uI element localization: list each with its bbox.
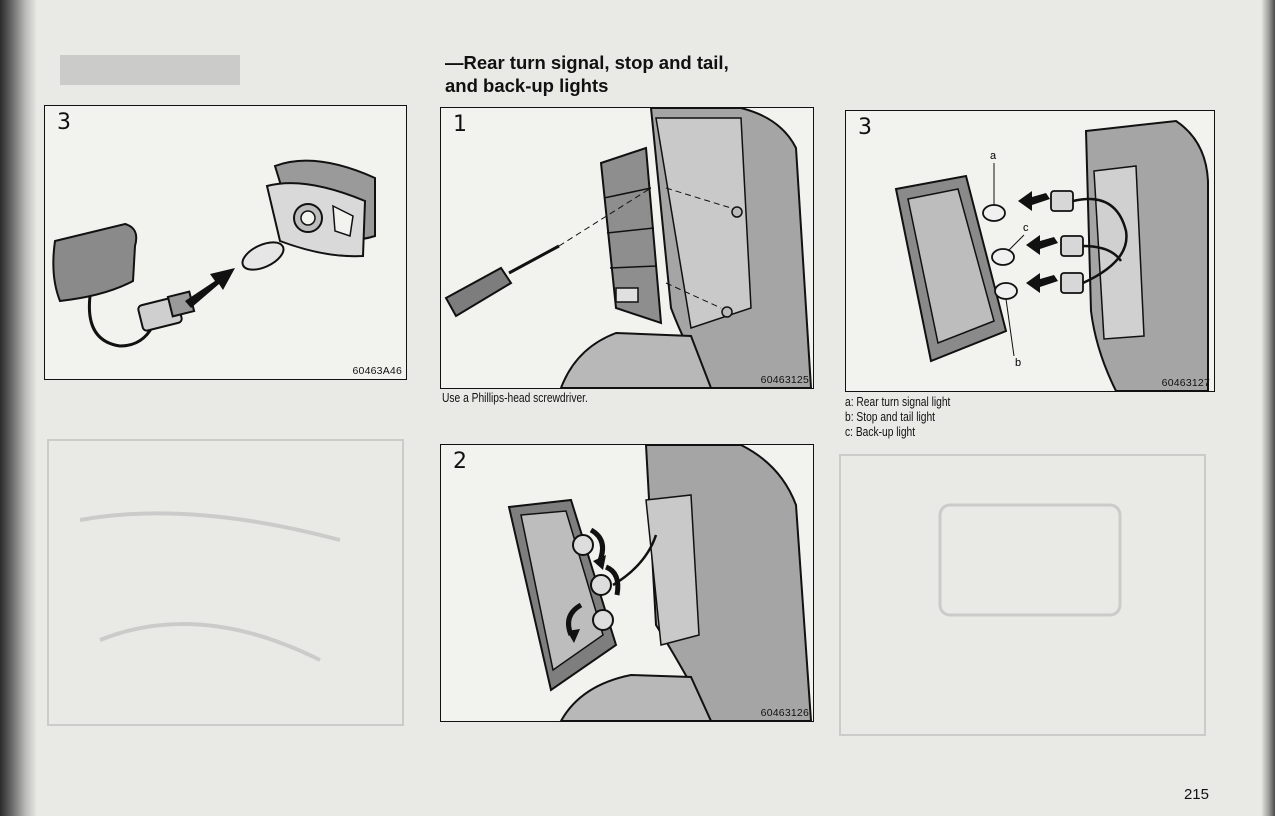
lens-screwdriver-illustration [444,108,813,388]
legend-item-c: c: Back-up light [845,425,916,439]
figure-twist-sockets: 2 60463126 [440,444,814,722]
heading-line-1: —Rear turn signal, stop and tail, [445,52,729,73]
step-number: 2 [453,449,467,474]
figure-high-mount-bulb: 3 60463A46 [44,105,407,380]
bulb-replacement-illustration: a c b [894,119,1209,391]
figure-remove-lens-screws: 1 60463125 [440,107,814,389]
bulb-socket-illustration [52,159,376,348]
socket-removal-illustration [507,445,813,721]
step-number: 3 [858,115,872,140]
legend-item-b: b: Stop and tail light [845,410,936,424]
figure-code: 60463A46 [352,365,402,377]
callout-a: a [990,150,997,162]
figure-caption: Use a Phillips-head screwdriver. [442,391,588,405]
figure-code: 60463125 [760,374,809,386]
heading-line-2: and back-up lights [445,75,609,96]
figure-legend: a: Rear turn signal light b: Stop and ta… [845,395,950,440]
figure-code: 60463126 [760,707,809,719]
figure-replace-bulbs: 3 a c b [845,110,1215,392]
legend-item-a: a: Rear turn signal light [845,395,951,409]
section-heading: —Rear turn signal, stop and tail, and ba… [445,51,729,97]
step-number: 1 [453,112,467,137]
step-number: 3 [57,110,71,135]
page-number: 215 [1183,786,1209,803]
figure-code: 60463127 [1161,377,1210,389]
book-spine-shadow-left [0,0,36,816]
book-spine-shadow-right [1261,0,1275,816]
callout-b: b [1015,357,1021,369]
callout-c: c [1023,222,1029,234]
